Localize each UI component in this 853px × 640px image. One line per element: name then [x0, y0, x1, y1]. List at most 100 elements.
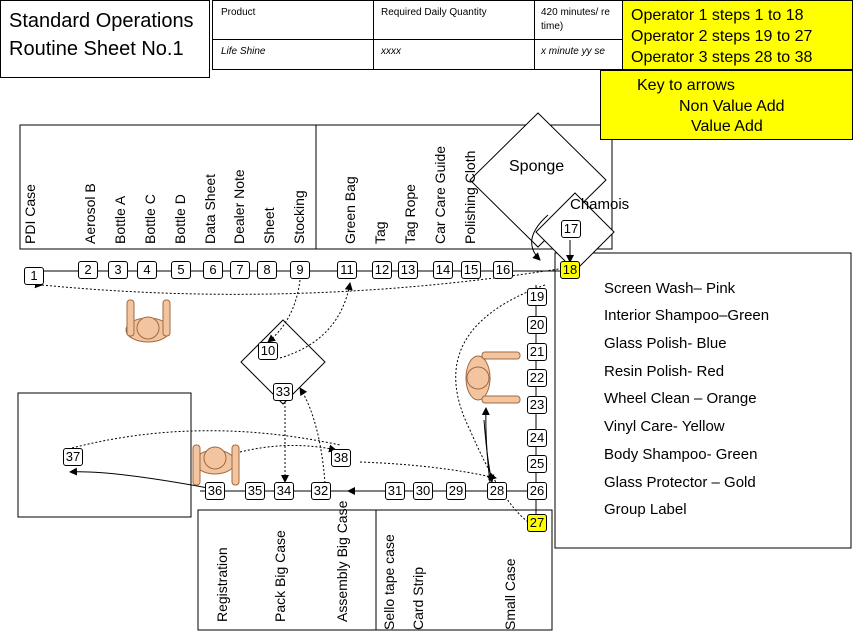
- operator-3-figure: [192, 444, 240, 486]
- step-box-35: 35: [245, 482, 265, 500]
- shelf-item-registration: Registration: [214, 547, 230, 622]
- header-divider: [534, 1, 535, 69]
- step-box-22: 22: [527, 369, 547, 387]
- step-box-33: 33: [273, 383, 293, 401]
- shelf-item-aerosol-b: Aerosol B: [82, 183, 98, 244]
- shelf-item-bottle-a: Bottle A: [112, 195, 128, 244]
- flow-38-28: [359, 461, 497, 481]
- operators-box: Operator 1 steps 1 to 18 Operator 2 step…: [622, 0, 853, 70]
- flow-to-38: [239, 444, 337, 453]
- right-list-item: Resin Polish- Red: [604, 363, 725, 380]
- operator-3-steps: Operator 3 steps 28 to 38: [631, 49, 813, 66]
- shelf-item-sello-tape-case: Sello tape case: [381, 534, 397, 630]
- step-box-15: 15: [461, 261, 481, 279]
- return-arrow-1: [34, 267, 566, 295]
- shelf-item-polishing-cloth: Polishing Cloth: [462, 150, 478, 244]
- arrow-key-title: Key to arrows: [637, 77, 735, 94]
- step-box-37: 37: [63, 448, 83, 466]
- flow-10-11: [279, 282, 353, 359]
- step-box-18: 18: [560, 261, 580, 279]
- shelf-item-tag-rope: Tag Rope: [402, 184, 418, 244]
- step-box-1: 1: [24, 267, 44, 285]
- shelf-item-pack-big-case: Pack Big Case: [272, 530, 288, 622]
- product-label: Product: [221, 7, 256, 18]
- left-table-outline: [17, 392, 192, 518]
- step-box-5: 5: [171, 261, 191, 279]
- header-divider: [373, 1, 374, 69]
- header-table: Product Required Daily Quantity 420 minu…: [212, 0, 629, 70]
- flow-down-28: [483, 419, 495, 483]
- step-box-26: 26: [527, 482, 547, 500]
- flow-32-33: [299, 387, 326, 484]
- step-box-31: 31: [385, 482, 405, 500]
- step-box-7: 7: [230, 261, 250, 279]
- product-value: Life Shine: [221, 46, 266, 57]
- right-list-item: Glass Protector – Gold: [604, 474, 756, 491]
- shelf-item-dealer-note: Dealer Note: [231, 169, 247, 244]
- operator-2-steps: Operator 2 steps 19 to 27: [631, 28, 813, 45]
- step-box-16: 16: [493, 261, 513, 279]
- operator-1-figure: [125, 299, 171, 343]
- sheet-title-line1: Standard Operations: [9, 10, 194, 32]
- shelf-item-bottle-d: Bottle D: [172, 194, 188, 244]
- sheet-title-line2: Routine Sheet No.1: [9, 38, 184, 60]
- shelf-item-card-strip: Card Strip: [410, 566, 426, 630]
- step-box-8: 8: [257, 261, 277, 279]
- right-list-item: Glass Polish- Blue: [604, 335, 727, 352]
- step-box-21: 21: [527, 343, 547, 361]
- shelf-item-bottle-c: Bottle C: [142, 194, 158, 244]
- arrow-key-box: Key to arrows Non Value Add Value Add: [600, 70, 853, 140]
- shelf-item-stocking: Stocking: [291, 190, 307, 244]
- step-box-11: 11: [337, 261, 357, 279]
- arrow-key-value: Value Add: [691, 118, 763, 135]
- right-list-item: Body Shampoo- Green: [604, 446, 758, 463]
- step-box-38: 38: [331, 449, 351, 467]
- step-box-24: 24: [527, 429, 547, 447]
- sheet-title: Standard Operations Routine Sheet No.1: [0, 0, 210, 78]
- step-box-19: 19: [527, 288, 547, 306]
- step-box-10: 10: [258, 342, 278, 360]
- right-list-item: Wheel Clean – Orange: [604, 390, 757, 407]
- step-box-17: 17: [561, 220, 581, 238]
- flow-16-17: [531, 214, 549, 261]
- flow-36-37: [69, 467, 209, 489]
- right-list-item: Group Label: [604, 501, 687, 518]
- step-box-6: 6: [203, 261, 223, 279]
- shelf-item-assembly-big-case: Assembly Big Case: [334, 500, 350, 622]
- shelf-item-sheet: Sheet: [261, 207, 277, 244]
- step-box-2: 2: [78, 261, 98, 279]
- right-list-item: Screen Wash– Pink: [604, 280, 736, 297]
- step-box-3: 3: [108, 261, 128, 279]
- time-value: x minute yy se: [541, 46, 605, 57]
- shelf-item-data-sheet: Data Sheet: [202, 173, 218, 244]
- shelf-item-green-bag: Green Bag: [342, 176, 358, 244]
- step-box-14: 14: [433, 261, 453, 279]
- step-box-9: 9: [290, 261, 310, 279]
- center-diamond: [240, 319, 326, 405]
- right-list-item: Vinyl Care- Yellow: [604, 418, 725, 435]
- time-label-2: time): [541, 21, 564, 32]
- shelf-item-pdi-case: PDI Case: [22, 184, 38, 244]
- chamois-label: Chamois: [570, 196, 630, 213]
- step-box-30: 30: [413, 482, 433, 500]
- step-box-4: 4: [137, 261, 157, 279]
- flow-18-27: [455, 284, 546, 523]
- flow-9-10: [267, 279, 301, 343]
- step-box-36: 36: [205, 482, 225, 500]
- right-table-outline: [554, 252, 852, 549]
- step-box-13: 13: [398, 261, 418, 279]
- right-list-item: Interior Shampoo–Green: [604, 307, 770, 324]
- step-box-12: 12: [372, 261, 392, 279]
- quantity-label: Required Daily Quantity: [381, 7, 487, 18]
- bottom-right-shelf-outline: [375, 509, 553, 631]
- step-box-25: 25: [527, 455, 547, 473]
- flow-37-38: [71, 430, 341, 449]
- sponge-label: Sponge: [509, 158, 565, 175]
- operator-1-steps: Operator 1 steps 1 to 18: [631, 7, 804, 24]
- arrow-key-non-value: Non Value Add: [679, 98, 785, 115]
- shelf-item-small-case: Small Case: [502, 558, 518, 630]
- step-box-20: 20: [527, 316, 547, 334]
- step-box-28: 28: [487, 482, 507, 500]
- step-box-32: 32: [311, 482, 331, 500]
